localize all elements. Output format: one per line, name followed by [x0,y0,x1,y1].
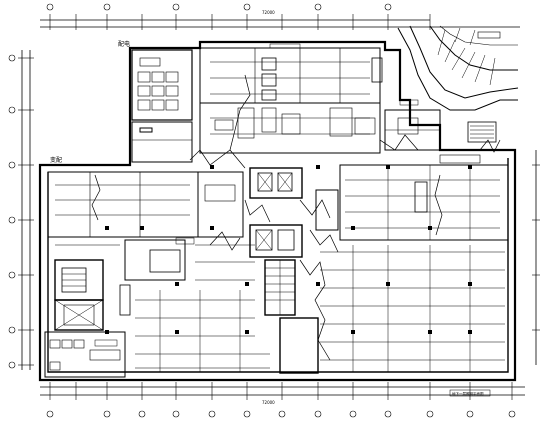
top-total-dimension: 72000 [262,10,275,15]
drawing-title: 地下一层照明平面图 [452,391,484,396]
columns [105,165,472,334]
left-hall [47,171,244,316]
wiring [91,74,501,361]
axis-markers-top [46,3,392,11]
bottom-dimension-line: 72000 [40,382,525,405]
right-dimension-line [532,150,540,365]
left-stair-core [54,259,104,331]
central-core [249,167,339,374]
outer-walls [38,40,517,382]
left-dimension-line [8,50,34,370]
toilet-block: 配电 [118,40,193,163]
upper-rooms [199,43,383,154]
room-label-left: 变配 [50,156,62,164]
right-upper-rooms [384,99,497,151]
ramp [397,25,519,111]
top-dimension-line: 72000 [40,10,520,30]
left-lower-rooms: 变配 [44,156,126,378]
drawing-title-block: 地下一层照明平面图 [449,389,491,397]
parking-rows-right [320,154,509,372]
bottom-total-dimension: 72000 [262,400,275,405]
room-label-top: 配电 [118,40,130,48]
parking-rows-left [55,244,270,372]
axis-markers-bottom [46,410,516,418]
